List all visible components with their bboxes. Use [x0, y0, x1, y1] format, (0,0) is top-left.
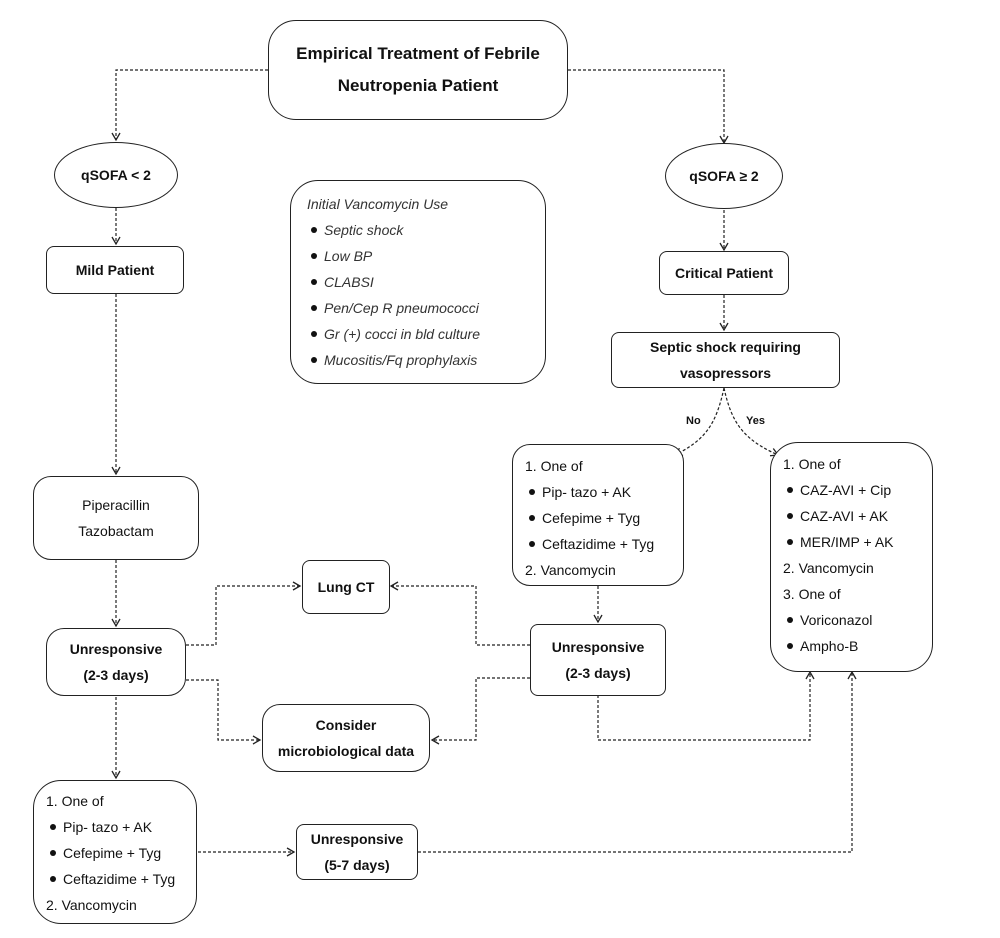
vancomycin-item: Gr (+) cocci in bld culture [307, 321, 480, 347]
bullet-icon [311, 331, 317, 338]
no-regimen-box: 1. One of Pip- tazo + AK Cefepime + Tyg … [512, 444, 684, 586]
bottom-regimen-line-2: 2. Vancomycin [46, 897, 137, 913]
bullet-icon [311, 279, 317, 286]
edge-right-unresponsive-to-lungct [389, 581, 530, 646]
bottom-unresponsive-box: Unresponsive (5-7 days) [296, 824, 418, 880]
piperacillin-line-2: Tazobactam [78, 523, 154, 539]
edge-unresponsive-to-lungct [186, 581, 302, 646]
yes-regimen-item: CAZ-AVI + AK [783, 503, 888, 529]
edge-septic-to-yes [723, 387, 780, 457]
no-regimen-line-2: 2. Vancomycin [525, 562, 616, 578]
bullet-icon [787, 643, 793, 650]
septic-shock-decision-box: Septic shock requiring vasopressors [611, 332, 840, 388]
critical-patient-label: Critical Patient [674, 265, 774, 281]
bullet-icon [787, 617, 793, 624]
bottom-regimen-item: Ceftazidime + Tyg [46, 866, 175, 892]
vancomycin-heading: Initial Vancomycin Use [307, 196, 449, 212]
edge-bottom-unresponsive-to-yes-regimen [418, 670, 857, 853]
yes-regimen-line-2: 2. Vancomycin [783, 560, 874, 576]
bullet-icon [311, 357, 317, 364]
micro-line-2: microbiological data [277, 743, 415, 759]
edge-title-to-qsofa-low [111, 69, 268, 142]
vancomycin-item: Pen/Cep R pneumococci [307, 295, 479, 321]
qsofa-high-node: qSOFA ≥ 2 [665, 143, 783, 209]
right-unresponsive-box: Unresponsive (2-3 days) [530, 624, 666, 696]
qsofa-low-node: qSOFA < 2 [54, 142, 178, 208]
no-regimen-line-1: 1. One of [525, 458, 583, 474]
yes-regimen-box: 1. One of CAZ-AVI + Cip CAZ-AVI + AK MER… [770, 442, 933, 672]
bullet-icon [311, 227, 317, 234]
edge-title-to-qsofa-high [568, 69, 729, 145]
bullet-icon [787, 513, 793, 520]
mild-patient-box: Mild Patient [46, 246, 184, 294]
right-unresponsive-line-1: Unresponsive [551, 639, 645, 655]
left-unresponsive-box: Unresponsive (2-3 days) [46, 628, 186, 696]
bottom-regimen-box: 1. One of Pip- tazo + AK Cefepime + Tyg … [33, 780, 197, 924]
yes-regimen-antifungal-item: Voriconazol [783, 607, 872, 633]
bullet-icon [311, 305, 317, 312]
no-regimen-item: Ceftazidime + Tyg [525, 531, 654, 557]
qsofa-low-label: qSOFA < 2 [81, 167, 151, 183]
septic-shock-line-2: vasopressors [679, 365, 772, 381]
title-box: Empirical Treatment of Febrile Neutropen… [268, 20, 568, 120]
piperacillin-line-1: Piperacillin [82, 497, 150, 513]
vancomycin-item: Septic shock [307, 217, 403, 243]
bottom-regimen-line-1: 1. One of [46, 793, 104, 809]
no-label: No [686, 415, 701, 427]
edge-septic-to-no [673, 387, 725, 457]
bottom-regimen-item: Cefepime + Tyg [46, 840, 161, 866]
yes-regimen-item: CAZ-AVI + Cip [783, 477, 891, 503]
bottom-regimen-item: Pip- tazo + AK [46, 814, 152, 840]
piperacillin-box: Piperacillin Tazobactam [33, 476, 199, 560]
bullet-icon [50, 876, 56, 883]
yes-regimen-line-3: 3. One of [783, 586, 841, 602]
vancomycin-item: Mucositis/Fq prophylaxis [307, 347, 477, 373]
septic-shock-line-1: Septic shock requiring [650, 339, 801, 355]
yes-regimen-item: MER/IMP + AK [783, 529, 894, 555]
critical-patient-box: Critical Patient [659, 251, 789, 295]
vancomycin-item: Low BP [307, 243, 372, 269]
lung-ct-label: Lung CT [317, 579, 375, 595]
bullet-icon [529, 515, 535, 522]
yes-regimen-antifungal-item: Ampho-B [783, 633, 858, 659]
micro-line-1: Consider [315, 717, 377, 733]
bullet-icon [787, 487, 793, 494]
left-unresponsive-line-1: Unresponsive [69, 641, 163, 657]
yes-label: Yes [746, 415, 765, 427]
vancomycin-item: CLABSI [307, 269, 374, 295]
edge-right-unresponsive-to-yes-regimen [597, 670, 815, 741]
yes-regimen-line-1: 1. One of [783, 456, 841, 472]
qsofa-high-label: qSOFA ≥ 2 [689, 168, 759, 184]
left-unresponsive-line-2: (2-3 days) [83, 667, 149, 683]
right-unresponsive-line-2: (2-3 days) [565, 665, 631, 681]
bullet-icon [311, 253, 317, 260]
vancomycin-criteria-box: Initial Vancomycin Use Septic shock Low … [290, 180, 546, 384]
bullet-icon [50, 824, 56, 831]
edge-right-unresponsive-to-micro [430, 677, 530, 745]
edge-unresponsive-to-micro [186, 679, 262, 745]
bullet-icon [529, 541, 535, 548]
microbiological-data-box: Consider microbiological data [262, 704, 430, 772]
bullet-icon [787, 539, 793, 546]
title-line-1: Empirical Treatment of Febrile [296, 44, 540, 63]
no-regimen-item: Cefepime + Tyg [525, 505, 640, 531]
lung-ct-box: Lung CT [302, 560, 390, 614]
bullet-icon [50, 850, 56, 857]
bottom-unresponsive-line-2: (5-7 days) [324, 857, 390, 873]
title-line-2: Neutropenia Patient [337, 76, 499, 95]
bottom-unresponsive-line-1: Unresponsive [310, 831, 404, 847]
mild-patient-label: Mild Patient [75, 262, 155, 278]
no-regimen-item: Pip- tazo + AK [525, 479, 631, 505]
bullet-icon [529, 489, 535, 496]
